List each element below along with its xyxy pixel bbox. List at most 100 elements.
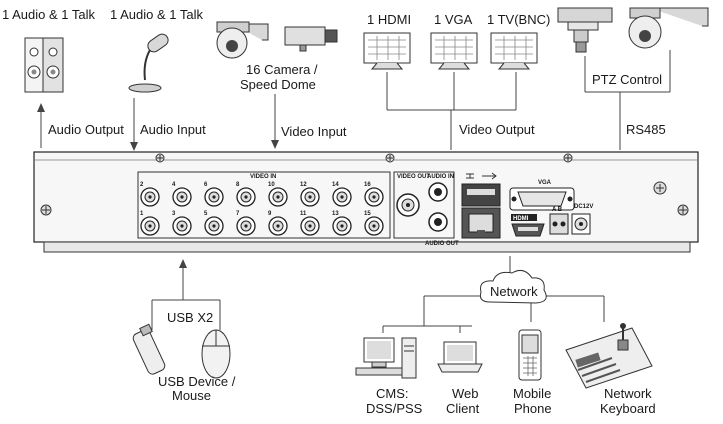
video-in-bnc-port[interactable] [300, 216, 320, 236]
vga-port[interactable] [509, 187, 575, 211]
usb-x2-label: USB X2 [167, 310, 213, 325]
bnc-channel-number: 9 [268, 211, 272, 217]
network-keyboard-icon [565, 323, 653, 389]
mobile-phone-label: Mobile [513, 386, 551, 401]
dc12v-label: DC12V [574, 204, 593, 210]
ptz-box-camera-icon [557, 7, 613, 53]
hdmi-port-label: HDMI [513, 216, 529, 222]
microphone-icon [128, 33, 169, 93]
vga-port-label: VGA [538, 180, 552, 186]
bnc-channel-number: 16 [364, 182, 371, 188]
video-in-bnc-port[interactable] [332, 187, 352, 207]
bnc-channel-number: 15 [364, 211, 371, 217]
bottom-connection-lines [151, 256, 605, 333]
video-in-bnc-port[interactable] [172, 216, 192, 236]
rs485-label: RS485 [626, 122, 666, 137]
screw-icon [385, 153, 395, 163]
hdmi-port[interactable] [511, 223, 545, 237]
usb-port[interactable] [461, 183, 501, 207]
video-in-bnc-port[interactable] [172, 187, 192, 207]
bnc-channel-number: 13 [332, 211, 339, 217]
power-port[interactable] [571, 213, 591, 235]
bnc-channel-number: 4 [172, 182, 176, 188]
ground-screw-icon [653, 181, 667, 195]
video-in-block [137, 171, 391, 239]
ptz-speed-dome-icon [628, 7, 709, 49]
video-in-bnc-port[interactable] [140, 187, 160, 207]
audio-output-label: Audio Output [48, 122, 124, 137]
mobile-phone-icon [518, 329, 542, 381]
video-in-bnc-port[interactable] [204, 187, 224, 207]
vga-label: 1 VGA [434, 12, 473, 27]
screw-icon [40, 204, 52, 216]
video-in-bnc-port[interactable] [236, 187, 256, 207]
audio-out-rca-port[interactable] [428, 212, 448, 232]
video-in-bnc-port[interactable] [332, 216, 352, 236]
video-in-bnc-port[interactable] [364, 216, 384, 236]
ethernet-port[interactable] [461, 207, 501, 239]
cms-label: CMS: [376, 386, 409, 401]
camera-label-line2: Speed Dome [240, 77, 316, 92]
video-out-label: VIDEO OUT [397, 174, 430, 180]
video-in-bnc-port[interactable] [140, 216, 160, 236]
mouse-icon [201, 329, 231, 379]
network-keyboard-label: Network [604, 386, 652, 401]
pc-icon [355, 337, 417, 379]
box-camera-icon [284, 26, 338, 52]
tv-monitor-icon [490, 32, 538, 70]
usb-stick-icon [132, 323, 166, 375]
video-in-bnc-port[interactable] [268, 187, 288, 207]
bnc-channel-number: 5 [204, 211, 208, 217]
mobile-phone-label-line2: Phone [514, 401, 552, 416]
speed-dome-camera-icon [216, 21, 269, 59]
video-in-bnc-port[interactable] [268, 216, 288, 236]
video-in-bnc-port[interactable] [300, 187, 320, 207]
bnc-channel-number: 1 [140, 211, 144, 217]
bnc-channel-number: 14 [332, 182, 339, 188]
audio-input-label: Audio Input [140, 122, 206, 137]
bnc-channel-number: 12 [300, 182, 307, 188]
usb-device-label-line2: Mouse [172, 388, 211, 403]
ptz-control-label: PTZ Control [592, 72, 662, 87]
laptop-icon [437, 341, 483, 373]
usb-device-label: USB Device / [158, 374, 236, 389]
hdmi-monitor-icon [363, 32, 411, 70]
bnc-channel-number: 6 [204, 182, 208, 188]
video-in-bnc-port[interactable] [204, 216, 224, 236]
video-input-label: Video Input [281, 124, 347, 139]
bnc-channel-number: 2 [140, 182, 144, 188]
cms-label-line2: DSS/PSS [366, 401, 423, 416]
video-out-bnc-port[interactable] [396, 193, 420, 217]
network-icon [466, 173, 474, 179]
web-client-label-line2: Client [446, 401, 480, 416]
bnc-channel-number: 7 [236, 211, 240, 217]
screw-icon [677, 204, 689, 216]
bnc-channel-number: 8 [236, 182, 240, 188]
rs485-terminal[interactable] [549, 213, 569, 235]
audio-talk-label-2: 1 Audio & 1 Talk [110, 7, 203, 22]
camera-label: 16 Camera / [246, 62, 318, 77]
ab-label: A B [552, 207, 563, 213]
hdmi-logo-icon: HDMI [511, 214, 537, 222]
vga-monitor-icon [430, 32, 478, 70]
video-in-label: VIDEO IN [250, 174, 276, 180]
audio-in-label: AUDIO IN [427, 174, 454, 180]
av-block [393, 171, 455, 239]
tv-bnc-label: 1 TV(BNC) [487, 12, 550, 27]
top-connection-lines [37, 50, 671, 151]
network-cloud-icon [479, 269, 547, 304]
video-in-bnc-port[interactable] [364, 187, 384, 207]
bnc-channel-number: 11 [300, 211, 307, 217]
bnc-channel-number: 10 [268, 182, 275, 188]
audio-in-rca-port[interactable] [428, 182, 448, 202]
audio-talk-label-1: 1 Audio & 1 Talk [2, 7, 95, 22]
audio-out-label: AUDIO OUT [425, 241, 459, 247]
hdmi-label: 1 HDMI [367, 12, 411, 27]
video-in-bnc-port[interactable] [236, 216, 256, 236]
bnc-channel-number: 3 [172, 211, 176, 217]
screw-icon [563, 153, 573, 163]
network-label: Network [490, 284, 538, 299]
network-keyboard-label-line2: Keyboard [600, 401, 656, 416]
